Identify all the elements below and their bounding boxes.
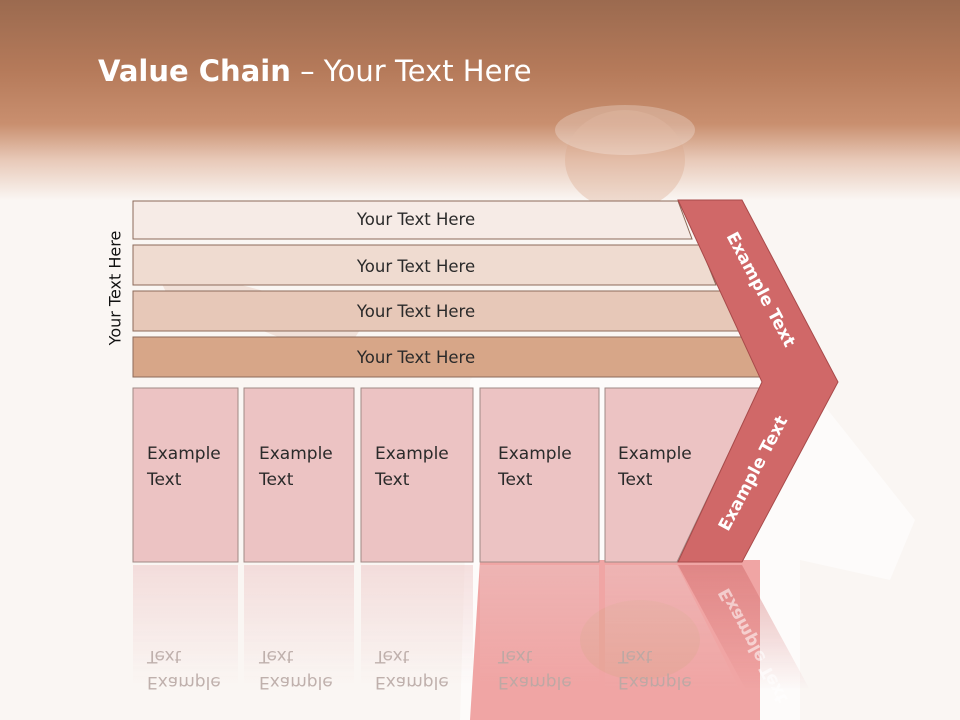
box-3-line2: Text <box>374 470 410 490</box>
box-3-reflection-line2: Text <box>374 646 410 666</box>
box-4-reflection-line2: Text <box>497 646 533 666</box>
box-5-line1: Example <box>618 444 692 464</box>
box-1: Example Text <box>132 387 239 563</box>
box-5-reflection-line2: Text <box>617 646 653 666</box>
box-4-line2: Text <box>497 470 533 490</box>
box-4-shape <box>479 387 600 563</box>
box-2: Example Text <box>243 387 355 563</box>
band-1-shape <box>132 200 693 240</box>
header-band <box>0 0 960 200</box>
box-1-reflection-line1: Example <box>147 672 221 692</box>
band-2-shape <box>132 244 717 286</box>
band-3-label: Your Text Here <box>356 302 475 321</box>
box-3-reflection-line1: Example <box>375 672 449 692</box>
box-3-line1: Example <box>375 444 449 464</box>
slide-title: Value Chain – Your Text Here <box>98 54 532 88</box>
box-1-line2: Text <box>146 470 182 490</box>
box-2-line2: Text <box>258 470 294 490</box>
band-1-label: Your Text Here <box>356 210 475 229</box>
box-4: Example Text <box>479 387 600 563</box>
box-1-reflection-line2: Text <box>146 646 182 666</box>
box-2-shape <box>243 387 355 563</box>
box-5: Example Text <box>604 387 761 563</box>
band-3: Your Text Here <box>132 290 740 332</box>
box-5-reflection-line1: Example <box>618 672 692 692</box>
box-3: Example Text <box>360 387 474 563</box>
band-4-label: Your Text Here <box>356 348 475 367</box>
box-5-shape <box>604 387 761 563</box>
box-1-line1: Example <box>147 444 221 464</box>
band-2: Your Text Here <box>132 244 717 286</box>
band-2-label: Your Text Here <box>356 257 475 276</box>
box-2-reflection-line2: Text <box>258 646 294 666</box>
box-3-shape <box>360 387 474 563</box>
box-4-reflection-line1: Example <box>498 672 572 692</box>
box-4-line1: Example <box>498 444 572 464</box>
band-4: Your Text Here <box>132 336 764 378</box>
title-bold: Value Chain <box>98 54 291 88</box>
title-rest: – Your Text Here <box>290 54 532 88</box>
box-2-line1: Example <box>259 444 333 464</box>
box-5-line2: Text <box>617 470 653 490</box>
band-1: Your Text Here <box>132 200 693 240</box>
box-1-shape <box>132 387 239 563</box>
reflection: Example Text Example Text Example Text E… <box>133 565 810 706</box>
chevron-shape <box>677 199 839 563</box>
box-2-reflection-line1: Example <box>259 672 333 692</box>
